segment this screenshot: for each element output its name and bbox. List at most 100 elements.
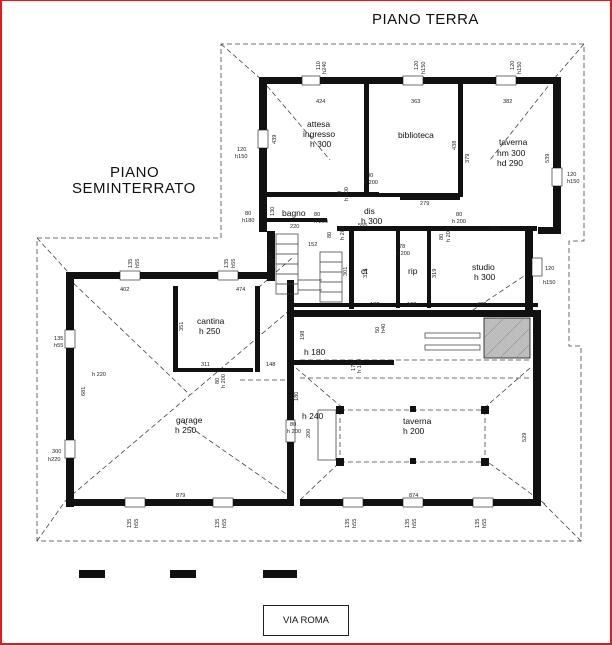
dim-424: 424: [316, 99, 325, 105]
dim-h180: h180: [242, 218, 254, 224]
dim-h55-a: h55: [135, 259, 141, 268]
dim-319-a: 319: [363, 269, 369, 278]
title-piano-seminterrato-line2: SEMINTERRATO: [72, 180, 196, 197]
road-label-box: VIA ROMA: [263, 605, 349, 636]
dim-120-a: 120: [414, 61, 420, 70]
dim-135-d: 135: [127, 519, 133, 528]
dim-120-b: 120: [510, 61, 516, 70]
dim-874: 874: [409, 493, 418, 499]
dim-80-g: 80: [439, 234, 445, 240]
dim-198: 198: [300, 331, 306, 340]
room-ct: ct: [361, 266, 368, 276]
dim-h100: h 100: [357, 359, 363, 373]
dim-80-c: 80: [245, 211, 251, 217]
dim-80-d: 80: [314, 212, 320, 218]
title-piano-terra: PIANO TERRA: [372, 11, 479, 28]
walls: [66, 77, 561, 507]
dim-h200-g: h 200: [396, 251, 410, 257]
dim-h200-i: h 200: [287, 429, 301, 435]
room-bagno: bagno: [282, 208, 306, 218]
dim-182: 182: [370, 302, 379, 308]
dim-78: 78: [399, 244, 405, 250]
road-label: VIA ROMA: [283, 615, 329, 626]
dim-135-a: 135: [128, 259, 134, 268]
hatched-shaft: [483, 317, 531, 359]
openings: [64, 75, 563, 508]
dim-h150-a: h150: [421, 62, 427, 74]
dim-279: 279: [420, 201, 429, 207]
dim-319-b: 319: [432, 269, 438, 278]
dim-h55-g: h55: [412, 519, 418, 528]
corridor-height-240: h 240: [302, 411, 324, 421]
room-garage-l2: h 250: [175, 425, 197, 435]
dim-h200-f: h 200: [446, 228, 452, 242]
dim-165: 165: [268, 253, 274, 262]
dim-h40: h40: [381, 324, 387, 333]
room-cantina-l1: cantina: [197, 316, 225, 326]
dim-474: 474: [236, 287, 245, 293]
dim-170: 170: [351, 362, 357, 371]
dim-422: 422: [477, 302, 486, 308]
dim-120-c: 120: [237, 147, 246, 153]
dim-351: 351: [179, 322, 185, 331]
room-labels: attesa ingresso h 300 biblioteca taverna…: [175, 119, 528, 436]
dim-529: 529: [522, 433, 528, 442]
dim-h55-c: h55: [54, 343, 63, 349]
dim-135-b: 135: [224, 259, 230, 268]
room-rip: rip: [408, 266, 418, 276]
room-attesa-l1: attesa: [307, 119, 330, 129]
dim-h200-d: h 200: [340, 226, 346, 240]
dim-h150-f: h150: [543, 280, 555, 286]
dim-h200-a: h 200: [364, 180, 378, 186]
dim-135-f: 135: [345, 519, 351, 528]
dim-110: 110: [316, 61, 322, 70]
dim-439: 439: [272, 135, 278, 144]
staircase: [275, 233, 343, 303]
dim-120-d: 120: [567, 172, 576, 178]
dim-h200-c: h 200: [314, 219, 328, 225]
dim-120-f: 120: [545, 266, 554, 272]
dim-220: 220: [290, 224, 299, 230]
dim-h240: h240: [322, 62, 328, 74]
dimension-labels: 110 h240 424 120 h150 363 120 h150 382 1…: [48, 61, 579, 528]
dim-80-a: 80: [367, 173, 373, 179]
dim-h220-b: h220: [48, 457, 60, 463]
room-taverna-up-l1: taverna: [499, 137, 528, 147]
dim-379: 379: [465, 154, 471, 163]
dim-402: 402: [120, 287, 129, 293]
dim-80-e: 80: [327, 232, 333, 238]
dim-h55-e: h55: [222, 519, 228, 528]
dim-80-h: 80: [215, 378, 221, 384]
room-cantina-l2: h 250: [199, 326, 221, 336]
room-dis-l2: h 300: [361, 216, 383, 226]
dim-80-b: 80: [337, 191, 343, 197]
dim-382: 382: [503, 99, 512, 105]
dim-h150-d: h150: [567, 179, 579, 185]
dim-50: 50: [375, 327, 381, 333]
ground-markers: [79, 570, 297, 578]
dim-135-e: 135: [215, 519, 221, 528]
dim-h150-c: h150: [235, 154, 247, 160]
dim-135-h: 135: [475, 519, 481, 528]
dim-148: 148: [266, 362, 275, 368]
dim-h200-e: h 200: [452, 219, 466, 225]
room-taverna-down-l2: h 200: [403, 426, 425, 436]
room-taverna-up-l2: hm 300: [497, 148, 526, 158]
dim-539: 539: [545, 154, 551, 163]
room-biblioteca: biblioteca: [398, 130, 434, 140]
room-dis-l1: dis: [364, 206, 375, 216]
dim-879: 879: [176, 493, 185, 499]
dim-h55-b: h55: [231, 259, 237, 268]
dim-301: 301: [343, 267, 349, 276]
dim-681: 681: [81, 387, 87, 396]
room-taverna-up-l3: hd 290: [497, 158, 523, 168]
dim-180: 180: [294, 392, 300, 401]
dim-h55-f: h55: [352, 519, 358, 528]
dim-h200-b: h 200: [344, 187, 350, 201]
dim-300: 300: [52, 449, 61, 455]
room-studio-l2: h 300: [474, 272, 496, 282]
dim-292: 292: [490, 226, 499, 232]
dim-108: 108: [407, 302, 416, 308]
